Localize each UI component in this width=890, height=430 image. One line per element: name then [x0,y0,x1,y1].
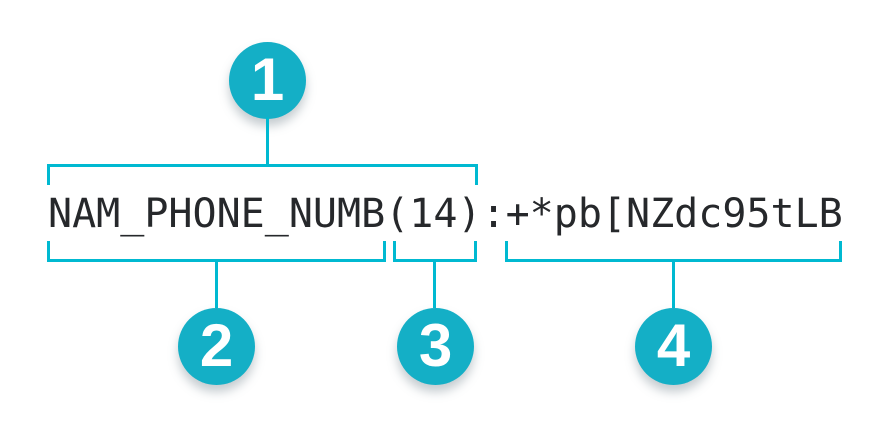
connector-line-1 [266,117,269,164]
callout-number-2: 2 [199,311,234,379]
field-name-segment: NAM_PHONE_NUMB [48,191,386,237]
callout-badge-1: 1 [229,42,306,119]
connector-line-4 [672,262,675,308]
format-string: NAM_PHONE_NUMB(14):+*pb[NZdc95tLB [48,193,843,235]
callout-number-4: 4 [656,311,691,379]
callout-number-1: 1 [250,45,285,113]
connector-line-3 [433,262,436,308]
bracket-field-name-and-length [47,164,478,185]
callout-badge-2: 2 [178,308,255,385]
separator-segment: : [481,191,506,237]
length-segment: (14) [385,191,482,237]
connector-line-2 [215,262,218,308]
bracket-length [393,241,477,262]
bracket-field-name [47,241,386,262]
callout-number-3: 3 [418,311,453,379]
value-segment: +*pb[NZdc95tLB [505,191,843,237]
callout-badge-3: 3 [397,308,474,385]
callout-badge-4: 4 [635,308,712,385]
bracket-value [505,241,842,262]
